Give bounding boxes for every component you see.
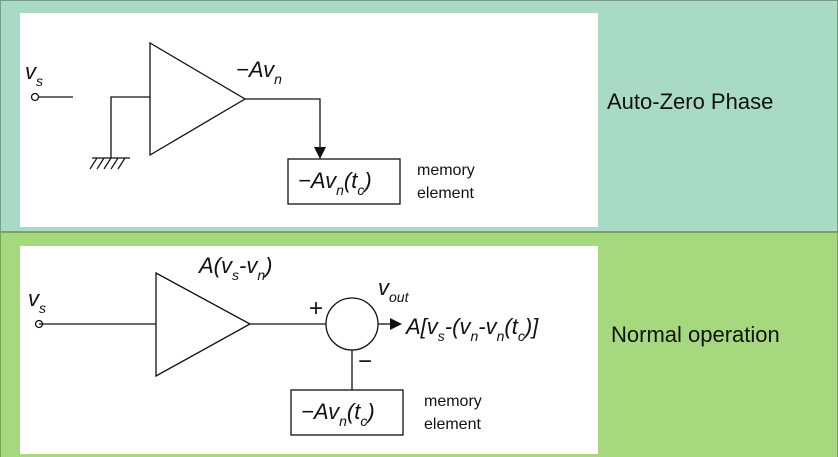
- memory-label-line1: memory: [424, 393, 482, 410]
- minus-sign: −: [358, 348, 372, 375]
- memory-element-box: [290, 389, 404, 436]
- normal-operation-circuit-diagram: vs + − A(vs-vn) vout A[vs-(vn-vn(tc)]: [28, 253, 539, 436]
- amp-output-label: A(vs-vn): [197, 253, 272, 283]
- memory-label-line2: element: [424, 416, 481, 433]
- grounded-input-wire: [110, 96, 150, 158]
- auto-zero-phase-panel: vs −Avn −Avn(tc): [0, 0, 838, 232]
- input-terminal: [30, 92, 40, 102]
- vout-label: vout: [378, 275, 410, 305]
- normal-operation-circuit-area: vs + − A(vs-vn) vout A[vs-(vn-vn(tc)]: [20, 246, 598, 454]
- input-label-vs: vs: [28, 286, 46, 316]
- summing-junction: [325, 297, 379, 351]
- amplifier: [149, 41, 247, 157]
- auto-zero-circuit-diagram: vs −Avn −Avn(tc): [25, 41, 475, 205]
- memory-value-label: −Avn(tc): [301, 399, 375, 429]
- output-expression: A[vs-(vn-vn(tc)]: [404, 314, 539, 344]
- memory-label-line2: element: [417, 185, 474, 202]
- memory-value-label: −Avn(tc): [298, 168, 372, 198]
- normal-operation-panel: vs + − A(vs-vn) vout A[vs-(vn-vn(tc)]: [0, 232, 838, 457]
- memory-label-line1: memory: [417, 162, 475, 179]
- normal-operation-label: Normal operation: [611, 322, 780, 347]
- memory-element-box: [287, 158, 401, 205]
- ground-icon: [89, 157, 130, 170]
- plus-sign: +: [309, 295, 323, 322]
- auto-zero-phase-label: Auto-Zero Phase: [607, 89, 774, 114]
- amp-output-label: −Avn: [236, 57, 282, 87]
- amplifier: [155, 271, 252, 378]
- arrow-down-icon: [314, 147, 326, 159]
- arrow-right-icon: [390, 318, 402, 330]
- auto-zero-circuit-area: vs −Avn −Avn(tc): [20, 13, 598, 227]
- output-wire: [245, 98, 321, 149]
- input-label-vs: vs: [25, 59, 43, 89]
